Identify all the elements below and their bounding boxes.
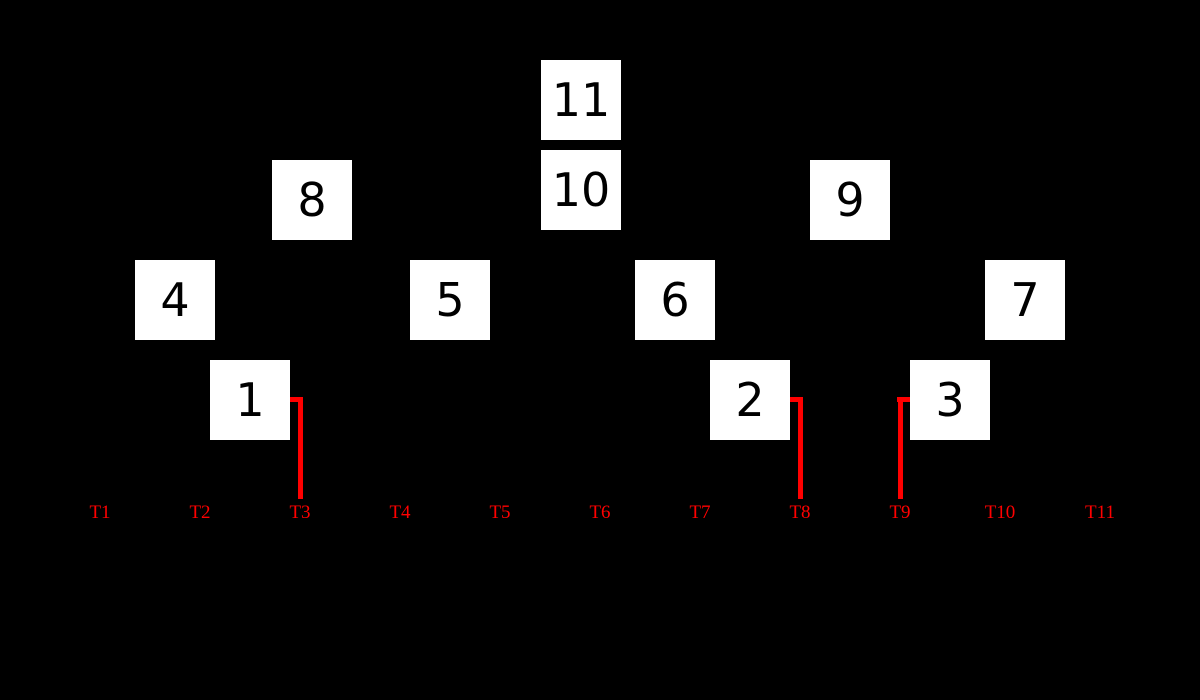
leaf-label-T2: T2 xyxy=(189,502,211,523)
connector-node1-to-T3-segment-horizontal xyxy=(290,397,303,402)
connector-node3-to-T9-segment-horizontal xyxy=(897,397,910,402)
leaf-label-T11: T11 xyxy=(1085,502,1115,523)
tree-node-box-5: 5 xyxy=(410,260,490,340)
leaf-label-T1: T1 xyxy=(89,502,111,523)
connector-node3-to-T9-segment-vertical xyxy=(898,397,903,499)
tree-node-box-1: 1 xyxy=(210,360,290,440)
tree-node-box-4: 4 xyxy=(135,260,215,340)
leaf-label-T4: T4 xyxy=(389,502,411,523)
tree-node-box-2: 2 xyxy=(710,360,790,440)
leaf-label-T8: T8 xyxy=(789,502,811,523)
leaf-label-T6: T6 xyxy=(589,502,611,523)
leaf-label-T3: T3 xyxy=(289,502,311,523)
connector-node1-to-T3-segment-vertical xyxy=(298,397,303,499)
connector-node2-to-T8-segment-vertical xyxy=(798,397,803,499)
tree-node-box-8: 8 xyxy=(272,160,352,240)
leaf-label-T5: T5 xyxy=(489,502,511,523)
tree-node-box-10: 10 xyxy=(541,150,621,230)
tree-node-box-11: 11 xyxy=(541,60,621,140)
leaf-label-T10: T10 xyxy=(984,502,1016,523)
connector-node2-to-T8-segment-horizontal xyxy=(790,397,803,402)
tree-node-box-3: 3 xyxy=(910,360,990,440)
tree-node-box-7: 7 xyxy=(985,260,1065,340)
tree-node-box-9: 9 xyxy=(810,160,890,240)
leaf-label-T7: T7 xyxy=(689,502,711,523)
tree-node-box-6: 6 xyxy=(635,260,715,340)
leaf-label-T9: T9 xyxy=(889,502,911,523)
